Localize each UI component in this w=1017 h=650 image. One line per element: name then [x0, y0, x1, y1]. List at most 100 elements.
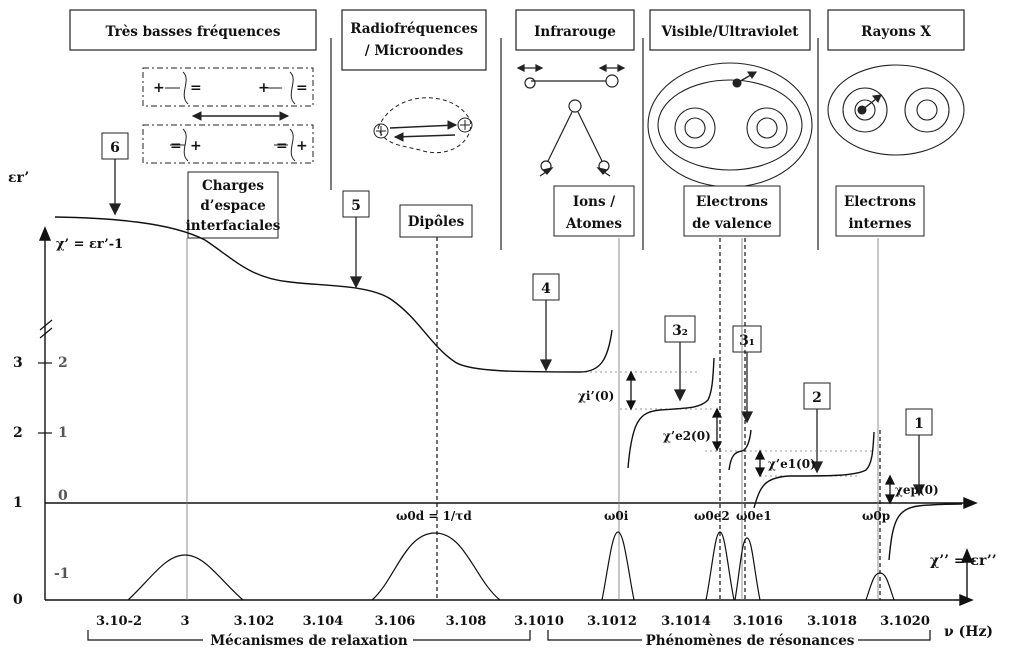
svg-text:=: = — [190, 80, 202, 96]
x-axis-title: ν (Hz) — [944, 624, 993, 640]
x-tick-1: 3 — [180, 614, 189, 629]
curve-ions — [627, 357, 715, 469]
svg-text:=: = — [170, 138, 182, 154]
region-headers — [69, 9, 965, 71]
svg-text:+: + — [296, 138, 308, 154]
callouts — [101, 132, 933, 436]
x-tick-11: 3.1020 — [880, 614, 930, 629]
chi-tick-2: 2 — [58, 355, 68, 371]
chi-labels: χi’(0) χ’e2(0) χ’e1(0) χep(0) — [578, 389, 939, 497]
internal-line-2: internes — [849, 216, 912, 232]
region-box-rf — [341, 9, 487, 71]
callout-3-2-text: 3₂ — [672, 323, 688, 339]
chi-second-label: χ’’ = εr’’ — [930, 553, 997, 569]
chi-tick-1: 1 — [58, 425, 68, 441]
label-w0e2: ω0e2 — [694, 509, 730, 523]
label-w0d: ω0d = 1/τd — [396, 509, 472, 523]
callout-box-4 — [532, 273, 560, 301]
region-title-vlf: Très basses fréquences — [106, 24, 281, 40]
x-tick-10: 3.1018 — [807, 614, 857, 629]
er-tick-3: 3 — [13, 355, 23, 371]
x-tick-8: 3.1014 — [661, 614, 711, 629]
chi-i-label: χi’(0) — [578, 389, 614, 403]
y-axis-title: εr’ — [8, 170, 29, 186]
callout-1-text: 1 — [914, 416, 924, 432]
callout-3-1-text: 3₁ — [739, 333, 755, 349]
chi-e2-label: χ’e2(0) — [663, 429, 711, 443]
region-title-ir: Infrarouge — [534, 24, 616, 40]
x-tick-0: 3.10-2 — [96, 614, 142, 629]
curve-internal — [888, 503, 963, 561]
callout-2-text: 2 — [812, 390, 822, 406]
relaxation-label: Mécanismes de relaxation — [210, 633, 408, 649]
callout-6-text: 6 — [110, 140, 120, 156]
x-tick-5: 3.108 — [446, 614, 487, 629]
curve-valence-1 — [753, 431, 875, 509]
mechanism-label-internal: Electrons internes — [835, 185, 925, 237]
er-tick-0: 0 — [13, 592, 23, 608]
x-tick-3: 3.104 — [303, 614, 344, 629]
x-tick-9: 3.1016 — [733, 614, 783, 629]
axes — [38, 226, 978, 607]
left-ticks — [38, 362, 52, 434]
chi-prime-definition: χ’ = εr’-1 — [56, 237, 123, 252]
curve-valence-2 — [728, 429, 752, 471]
region-separators — [330, 38, 819, 250]
mechanism-label-ions: Ions / Atomes — [553, 185, 635, 237]
svg-text:+: + — [258, 80, 270, 96]
svg-text:+: + — [153, 80, 165, 96]
region-box-xray — [827, 9, 965, 51]
label-w0i: ω0i — [604, 509, 629, 523]
region-box-vuv — [649, 9, 811, 51]
x-tick-4: 3.106 — [375, 614, 416, 629]
callout-4-text: 4 — [541, 281, 551, 297]
mechanism-label-dipoles: Dipôles — [399, 204, 473, 238]
x-tick-7: 3.1012 — [587, 614, 637, 629]
region-title-rf-2: / Microondes — [365, 43, 464, 59]
space-charge-line-3: interfaciales — [186, 218, 281, 234]
curve-relaxation — [54, 216, 613, 373]
bottom-brackets — [87, 630, 931, 641]
space-charge-line-1: Charges — [202, 178, 264, 194]
callout-box-3-2 — [664, 315, 696, 343]
er-tick-2: 2 — [13, 425, 23, 441]
resonance-guide-lines — [436, 237, 881, 600]
callout-box-2 — [803, 382, 831, 410]
label-w0e1: ω0e1 — [736, 509, 772, 523]
guide-lines — [186, 238, 879, 600]
region-title-rf-1: Radiofréquences — [350, 21, 478, 37]
svg-text:=: = — [296, 80, 308, 96]
region-title-vuv: Visible/Ultraviolet — [660, 24, 799, 40]
callout-box-1 — [905, 408, 933, 436]
illustration-xray — [827, 64, 965, 156]
region-box-vlf — [69, 9, 317, 51]
callout-box-3-1 — [732, 325, 762, 353]
region-box-ir — [515, 9, 635, 51]
callout-5-text: 5 — [351, 198, 361, 214]
region-title-xray: Rayons X — [861, 24, 931, 40]
resonance-labels: ω0d = 1/τd ω0i ω0e2 ω0e1 ω0p — [396, 509, 890, 523]
left-tick-labels: 3 2 1 0 2 1 0 -1 — [13, 355, 70, 608]
chi-arrows — [625, 370, 896, 505]
x-tick-2: 3.102 — [234, 614, 275, 629]
illustration-valence — [647, 62, 813, 188]
chi-ep-label: χep(0) — [895, 483, 939, 497]
label-w0p: ω0p — [862, 509, 890, 523]
illustration-ir — [516, 64, 626, 177]
illustration-dipole — [373, 97, 473, 154]
dispersion-curves — [54, 216, 963, 561]
svg-text:=: = — [276, 138, 288, 154]
mechanism-label-valence: Electrons de valence — [683, 185, 781, 237]
space-charge-line-2: d’espace — [200, 198, 265, 214]
ions-line-1: Ions / — [573, 194, 615, 210]
illustration-space-charge: + + = = = = + + — [142, 67, 314, 164]
chi-tick-minus1: -1 — [54, 566, 70, 582]
valence-line-2: de valence — [692, 216, 772, 232]
svg-text:+: + — [190, 138, 202, 154]
chi-tick-0: 0 — [58, 488, 68, 504]
resonance-label: Phénomènes de résonances — [646, 633, 855, 649]
mechanism-label-space-charge: Charges d’espace interfaciales — [186, 171, 281, 239]
x-tick-labels: 3.10-2 3 3.102 3.104 3.106 3.108 3.1010 … — [96, 614, 930, 629]
er-tick-1: 1 — [13, 495, 23, 511]
valence-line-1: Electrons — [696, 194, 768, 210]
